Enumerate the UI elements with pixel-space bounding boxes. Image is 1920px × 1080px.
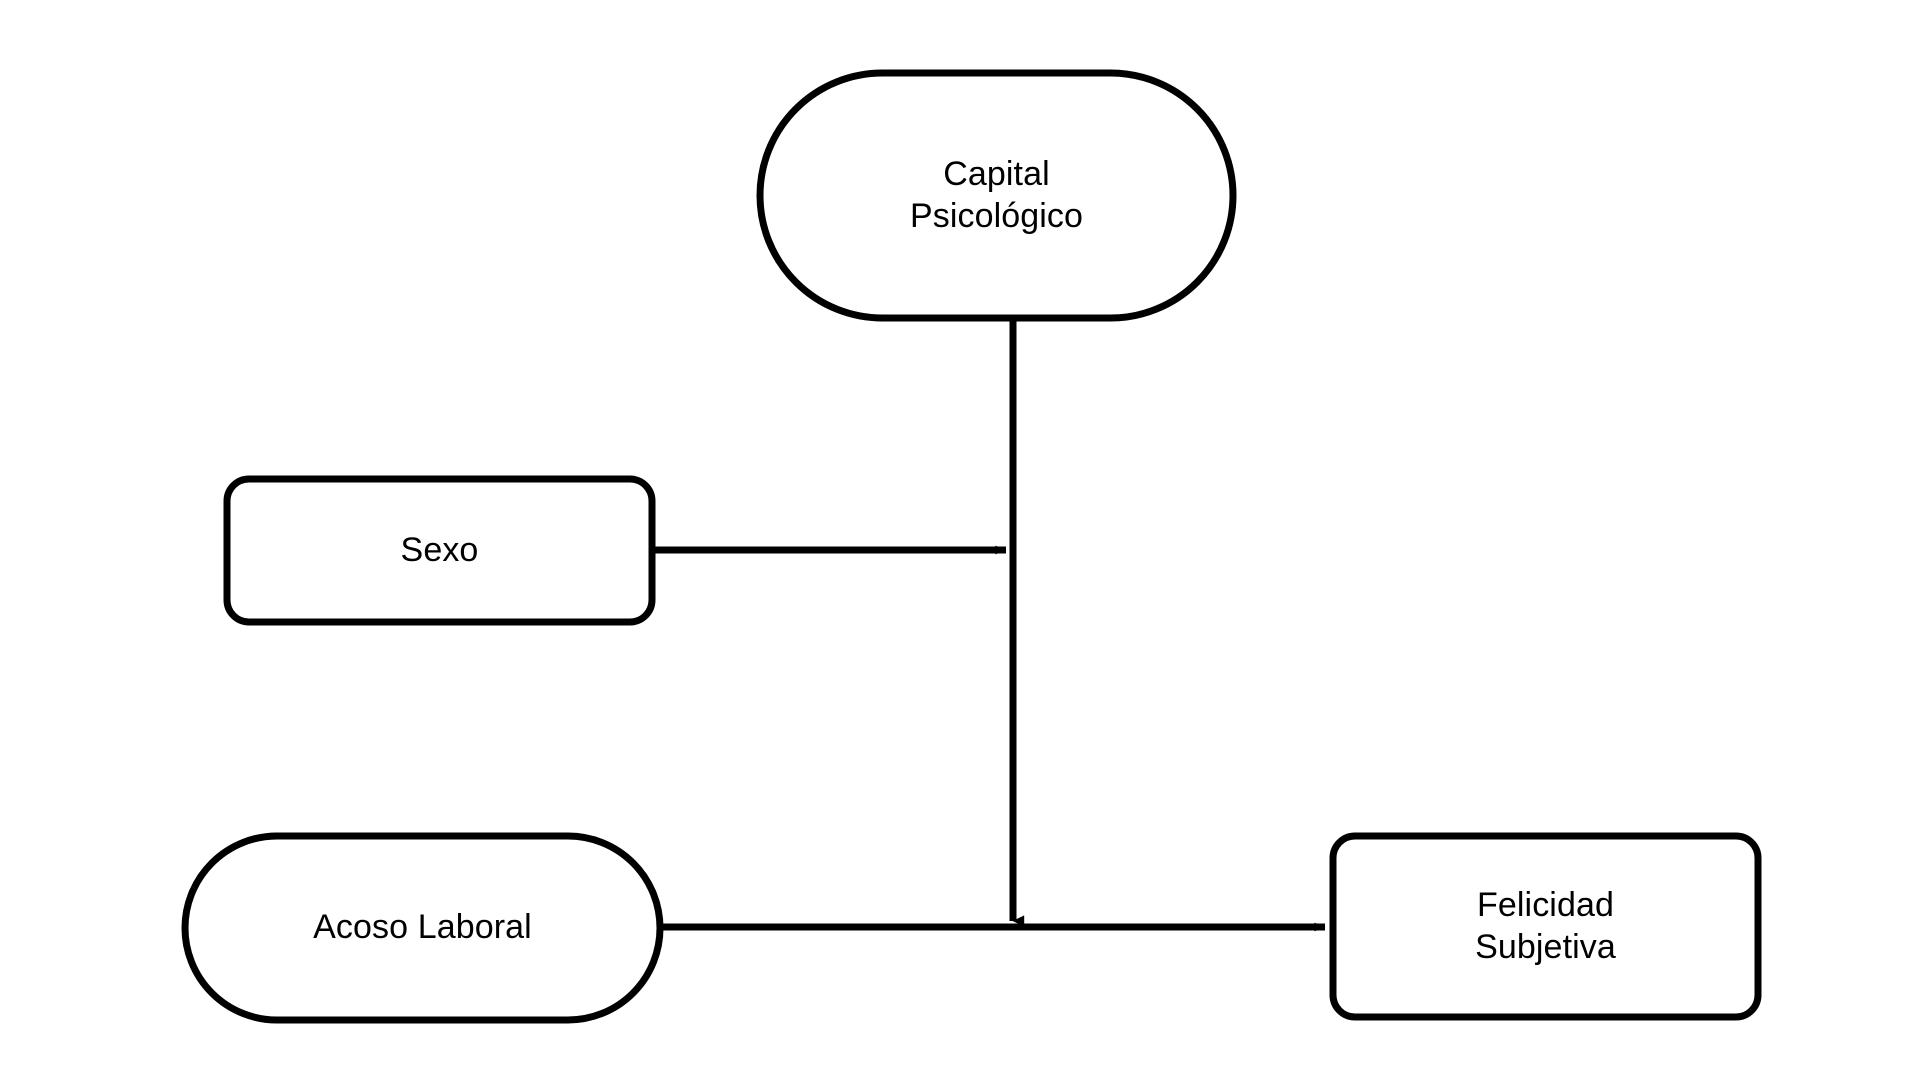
node-acoso-laboral[interactable] [181, 832, 664, 1024]
node-felicidad-subjetiva[interactable] [1329, 832, 1762, 1021]
node-capital-psicologico[interactable] [756, 69, 1237, 322]
node-sexo[interactable] [223, 475, 656, 626]
